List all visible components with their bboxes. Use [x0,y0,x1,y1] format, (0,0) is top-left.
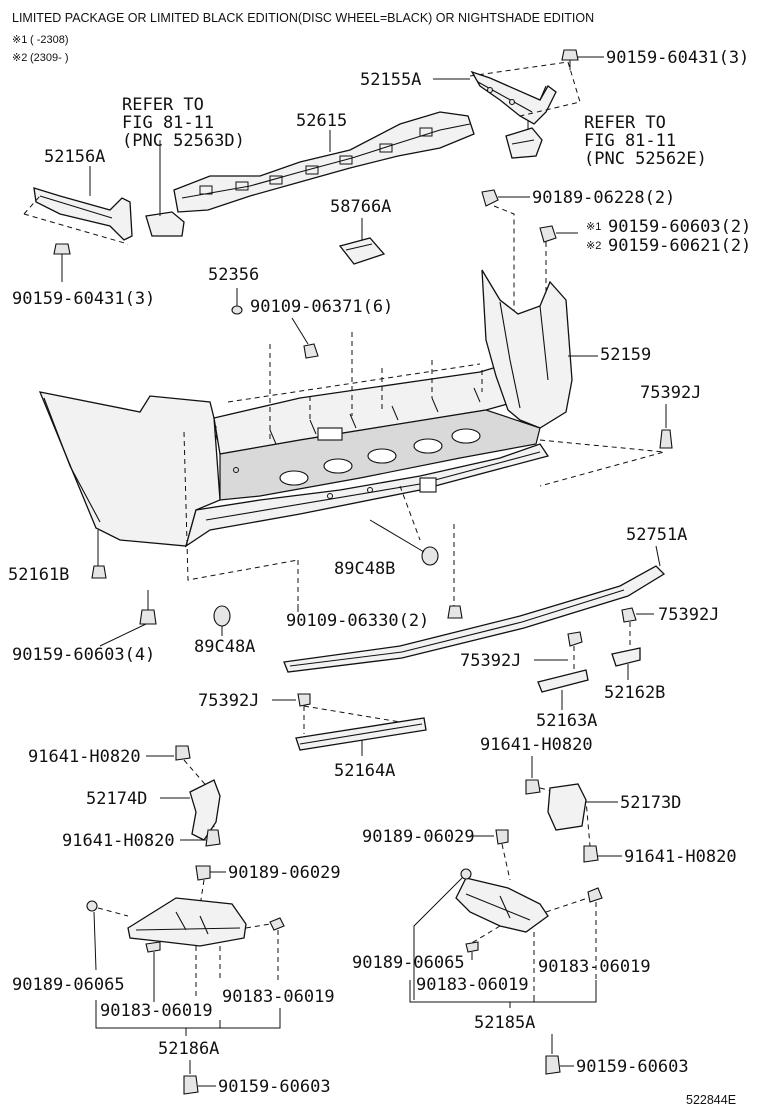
note2-range: (2309- ) [30,52,69,64]
label-90189-06029-b: 90189-06029 [362,827,475,847]
label-52161b: 52161B [8,565,69,585]
label-90159-60603-a: 90159-60603 [218,1077,331,1097]
ref-left-line2: FIG 81-11 [122,113,214,133]
clip-52562e [505,120,543,159]
label-90183-06019-d: 90183-06019 [538,957,651,977]
label-91641-h0820-c: 91641-H0820 [480,735,593,755]
label-75392j-c: 75392J [460,651,521,671]
label-90159-60431-left: 90159-60431(3) [12,289,155,309]
label-91641-h0820-d: 91641-H0820 [624,847,737,867]
label-52615: 52615 [296,111,347,131]
screw-90159-60603-b [545,1034,574,1075]
plate-58766a [338,237,386,265]
ref-left-line3: (PNC 52563D) [122,131,245,151]
label-52356: 52356 [208,265,259,285]
screw-90109-06330 [297,604,463,619]
beam-52615 [173,111,475,213]
nut-89c48b [369,519,439,566]
mark-2: ※2 [586,240,601,252]
label-91641-h0820-b: 91641-H0820 [62,831,175,851]
label-90189-06029-a: 90189-06029 [228,863,341,883]
bumper-cover-52159 [38,269,573,606]
label-52173d: 52173D [620,793,681,813]
label-52162b: 52162B [604,683,665,703]
label-90189-06228: 90189-06228(2) [532,188,675,208]
clip-75392j-b [621,607,654,648]
label-90159-60603-b: 90159-60603 [576,1057,689,1077]
label-58766a: 58766A [330,197,391,217]
label-90159-60603-4: 90159-60603(4) [12,645,155,665]
clip-90189-06029-a [195,865,226,907]
dash-right-fasteners [493,205,547,312]
label-75392j-a: 75392J [640,383,701,403]
note1-range: ( -2308) [30,34,69,46]
ref-left-line1: REFER TO [122,95,204,115]
label-52159: 52159 [600,345,651,365]
label-91641-h0820-a: 91641-H0820 [28,747,141,767]
screw-90159-60603-4 [99,590,157,647]
garnish-52164a [295,717,427,756]
screw-91641-h0820-d [583,845,622,863]
screw-90109-06371 [291,317,319,359]
dash-right-frame [399,439,665,541]
label-75392j-d: 75392J [198,691,259,711]
nut-89c48a [213,605,231,636]
bracket-52156a [23,187,133,245]
label-90109-06330: 90109-06330(2) [286,611,429,631]
label-90159-60603-2: 90159-60603(2) [608,217,751,237]
label-52185a: 52185A [474,1013,535,1033]
note1-mark: ※1 [12,34,27,46]
illustration-code: 522844E [686,1093,736,1107]
screw-90159-60431-top [561,49,604,70]
leader-52751a [655,545,661,567]
label-52155a: 52155A [360,70,421,90]
bracket-52155a [469,61,581,125]
undercover-52186a [86,897,285,1000]
washer-52356 [231,288,243,315]
label-90189-06065-a: 90189-06065 [12,975,125,995]
label-90183-06019-b: 90183-06019 [222,987,335,1007]
label-89c48b: 89C48B [334,559,395,579]
bracket-52185a-group [409,980,597,1008]
note2-mark: ※2 [12,52,27,64]
label-90159-60431-top: 90159-60431(3) [606,48,749,68]
label-75392j-b: 75392J [658,605,719,625]
ref-right-line3: (PNC 52562E) [584,149,707,169]
clip-90189-06029-b [470,829,511,881]
label-90159-60621-2: 90159-60621(2) [608,236,751,256]
clip-52563d [145,140,185,237]
molding-52751a [283,565,666,673]
garnish-52163a [537,669,589,710]
label-90183-06019-c: 90183-06019 [416,975,529,995]
leader-90189-06065-a [93,911,97,971]
label-52163a: 52163A [536,711,597,731]
clip-52161b [91,530,107,579]
label-52164a: 52164A [334,761,395,781]
screw-91641-h0820-b [180,829,221,847]
screw-90159-60431-left [53,243,71,282]
mudguard-52173d [547,783,587,831]
label-52186a: 52186A [158,1039,219,1059]
clip-75392j-a [659,429,673,449]
label-90189-06065-b: 90189-06065 [352,953,465,973]
clip-90189-06228 [481,189,530,207]
bracket-52186a-group [95,1000,281,1036]
mark-1: ※1 [586,221,601,233]
ref-right-line2: FIG 81-11 [584,131,676,151]
undercover-52185a [413,868,603,1000]
label-52156a: 52156A [44,147,105,167]
header-title: LIMITED PACKAGE OR LIMITED BLACK EDITION… [12,11,594,25]
clip-75392j-c [534,631,583,672]
ref-right-line1: REFER TO [584,113,666,133]
screw-90159-60603-a [183,1060,216,1095]
label-52174d: 52174D [86,789,147,809]
label-90183-06019-a: 90183-06019 [100,1001,213,1021]
label-90109-06371: 90109-06371(6) [250,297,393,317]
label-89c48a: 89C48A [194,637,255,657]
garnish-52162b [611,647,641,680]
screw-90159-60603-2 [539,225,578,243]
label-52751a: 52751A [626,525,687,545]
